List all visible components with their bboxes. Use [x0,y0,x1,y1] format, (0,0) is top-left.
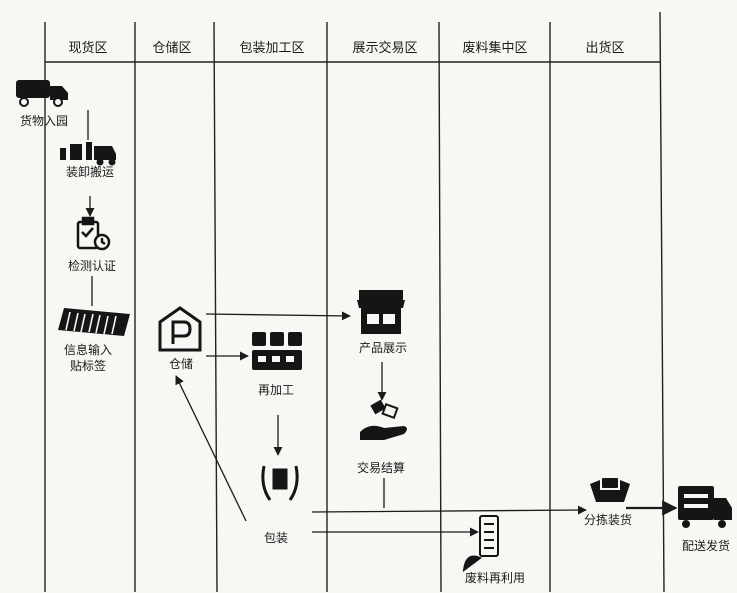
step-sorting-label: 分拣装货 [583,513,633,527]
step-info-entry-label: 信息输入 贴标签 [64,342,112,374]
step-delivery-label: 配送发货 [681,539,731,553]
step-goods-in-label: 货物入园 [19,114,69,128]
lane-lines [44,11,665,593]
storefront-icon [357,290,405,334]
step-handling-label: 装卸搬运 [65,165,115,179]
connectors [85,110,678,537]
parking-warehouse-icon [158,306,202,352]
zone-title: 废料集中区 [462,41,528,56]
delivery-truck-icon [678,486,732,528]
lane-line [659,11,665,593]
delivery-truck-icon [16,80,68,107]
step-trade-label: 交易结算 [356,461,406,475]
hand-coins-icon [360,399,407,440]
forklift-icon [60,142,116,166]
zone-title: 仓储区 [152,41,192,56]
zone-title: 包装加工区 [239,41,305,56]
sorting-cart-icon [590,478,630,502]
arrow-packaging-to-storage [175,375,247,522]
hands-package-icon [261,465,299,501]
recycle-bin-icon [462,515,499,573]
zone-title: 出货区 [585,41,625,56]
step-reprocess-label: 再加工 [257,383,295,397]
clipboard-check-icon [76,216,111,251]
arrow-packaging-to-sorting [311,505,587,515]
step-display-label: 产品展示 [358,341,408,355]
lane-line [438,21,442,593]
processing-machine-icon [252,332,302,370]
step-waste-reuse-label: 废料再利用 [464,571,526,585]
arrow-storage-to-display [205,311,351,321]
barcode-scanner-icon [58,308,130,336]
lane-line [213,21,218,593]
step-inspection-label: 检测认证 [67,259,117,273]
step-info-entry-line2: 贴标签 [69,359,107,373]
zone-title: 展示交易区 [352,41,418,56]
zone-title: 现货区 [68,41,108,56]
step-info-entry-line1: 信息输入 [63,343,113,357]
step-storage-label: 仓储 [168,357,194,371]
step-packaging-label: 包装 [263,531,289,545]
